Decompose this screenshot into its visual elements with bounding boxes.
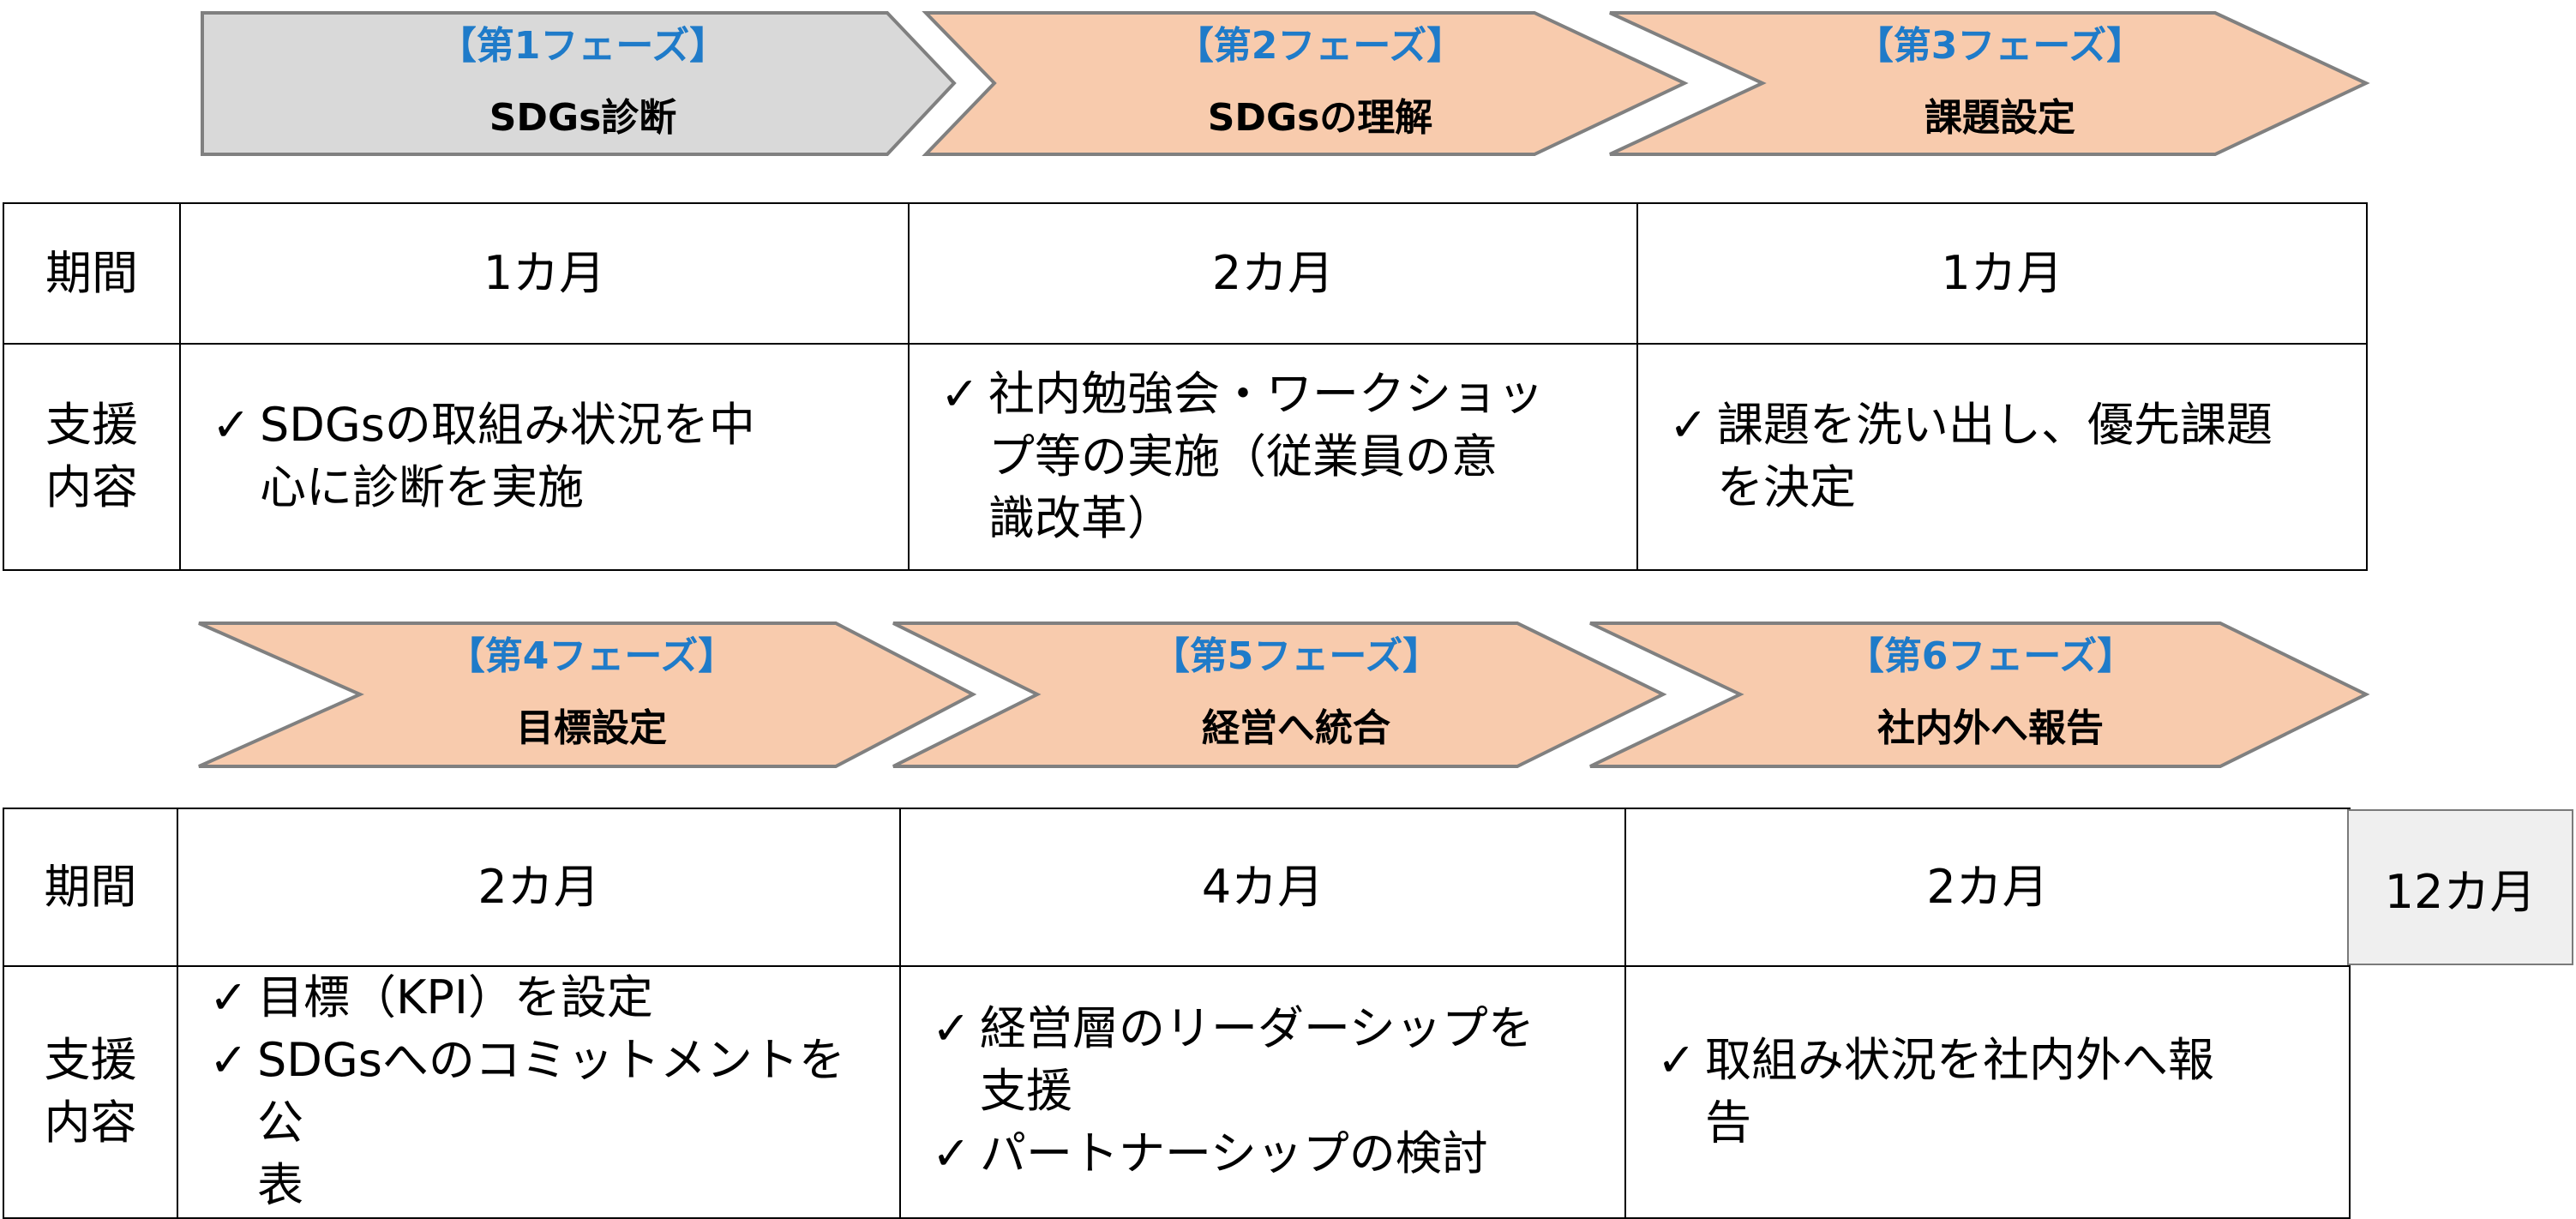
phase-4-content: ✓ 目標（KPI）を設定 ✓ SDGsへのコミットメントを公 表 <box>177 965 901 1219</box>
period-row: 期間 1カ月 2カ月 1カ月 <box>3 202 2368 345</box>
support-label-line1: 支援 <box>45 398 138 453</box>
support-label-line2: 内容 <box>44 1095 137 1150</box>
phase-5-title: 経営へ統合 <box>1202 706 1390 750</box>
list-item: ✓ SDGsの取組み状況を中 心に診断を実施 <box>212 394 891 519</box>
phase-2-title: SDGsの理解 <box>1207 96 1433 140</box>
support-label-line2: 内容 <box>45 460 138 514</box>
phase-1-content: ✓ SDGsの取組み状況を中 心に診断を実施 <box>179 343 910 571</box>
support-label: 支援 内容 <box>3 965 178 1219</box>
phase-table-2: 期間 2カ月 4カ月 2カ月 支援 内容 ✓ 目標（KPI）を設定 ✓ SDGs… <box>3 808 2351 1219</box>
phase-3-content: ✓ 課題を洗い出し、優先課題 を決定 <box>1636 343 2368 571</box>
check-icon: ✓ <box>209 970 249 1024</box>
total-duration: 12カ月 <box>2347 809 2573 965</box>
phase-4-duration: 2カ月 <box>177 808 901 967</box>
phase-1-title: SDGs診断 <box>489 96 677 140</box>
check-icon: ✓ <box>212 398 251 453</box>
check-icon: ✓ <box>932 1001 971 1056</box>
phase-3-title: 課題設定 <box>1924 96 2075 140</box>
list-item: ✓ 目標（KPI）を設定 <box>209 967 882 1030</box>
list-item: ✓ 社内勉強会・ワークショッ プ等の実施（従業員の意 識改革） <box>940 363 1619 551</box>
phase-1-duration: 1カ月 <box>179 202 910 345</box>
list-item: ✓ 経営層のリーダーシップを 支援 <box>932 998 1607 1123</box>
list-item: ✓ パートナーシップの検討 <box>932 1123 1607 1186</box>
check-icon: ✓ <box>1669 398 1708 453</box>
phase-table-1: 期間 1カ月 2カ月 1カ月 支援 内容 ✓ SDGsの取組み状況を中 心に診断… <box>3 202 2368 571</box>
phase-6-duration: 2カ月 <box>1624 808 2351 967</box>
phase-6-tag: 【第6フェーズ】 <box>1846 634 2135 678</box>
phase-2-duration: 2カ月 <box>908 202 1638 345</box>
check-icon: ✓ <box>1657 1032 1696 1087</box>
support-row: 支援 内容 ✓ 目標（KPI）を設定 ✓ SDGsへのコミットメントを公 表 ✓ <box>3 965 2351 1219</box>
phase-5-content: ✓ 経営層のリーダーシップを 支援 ✓ パートナーシップの検討 <box>899 965 1626 1219</box>
phase-1-tag: 【第1フェーズ】 <box>438 24 728 68</box>
list-item: ✓ SDGsへのコミットメントを公 表 <box>209 1030 882 1217</box>
support-row: 支援 内容 ✓ SDGsの取組み状況を中 心に診断を実施 ✓ 社内勉強会・ワーク… <box>3 343 2368 571</box>
check-icon: ✓ <box>932 1126 971 1181</box>
support-label: 支援 内容 <box>3 343 181 571</box>
period-row: 期間 2カ月 4カ月 2カ月 <box>3 808 2351 967</box>
phase-3-arrow <box>1609 11 2370 156</box>
phase-2-content: ✓ 社内勉強会・ワークショッ プ等の実施（従業員の意 識改革） <box>908 343 1638 571</box>
phase-5-duration: 4カ月 <box>899 808 1626 967</box>
phase-4-tag: 【第4フェーズ】 <box>447 634 736 678</box>
phase-3-tag: 【第3フェーズ】 <box>1855 24 2145 68</box>
phase-6-arrow <box>1589 622 2370 768</box>
phase-4-arrow <box>198 622 977 768</box>
phase-1-arrow <box>201 11 957 156</box>
phase-5-tag: 【第5フェーズ】 <box>1151 634 1441 678</box>
phase-4-title: 目標設定 <box>516 706 667 750</box>
phase-3-duration: 1カ月 <box>1636 202 2368 345</box>
check-icon: ✓ <box>940 366 980 421</box>
phase-2-arrow <box>922 11 1689 156</box>
phase-6-title: 社内外へ報告 <box>1877 706 2104 750</box>
support-label-line1: 支援 <box>44 1032 137 1087</box>
list-item: ✓ 課題を洗い出し、優先課題 を決定 <box>1669 394 2349 519</box>
period-label: 期間 <box>3 808 178 967</box>
phase-2-tag: 【第2フェーズ】 <box>1175 24 1465 68</box>
period-label: 期間 <box>3 202 181 345</box>
phase-6-content: ✓ 取組み状況を社内外へ報 告 <box>1624 965 2351 1219</box>
list-item: ✓ 取組み状況を社内外へ報 告 <box>1657 1030 2332 1155</box>
phase-5-arrow <box>892 622 1667 768</box>
check-icon: ✓ <box>209 1032 249 1087</box>
